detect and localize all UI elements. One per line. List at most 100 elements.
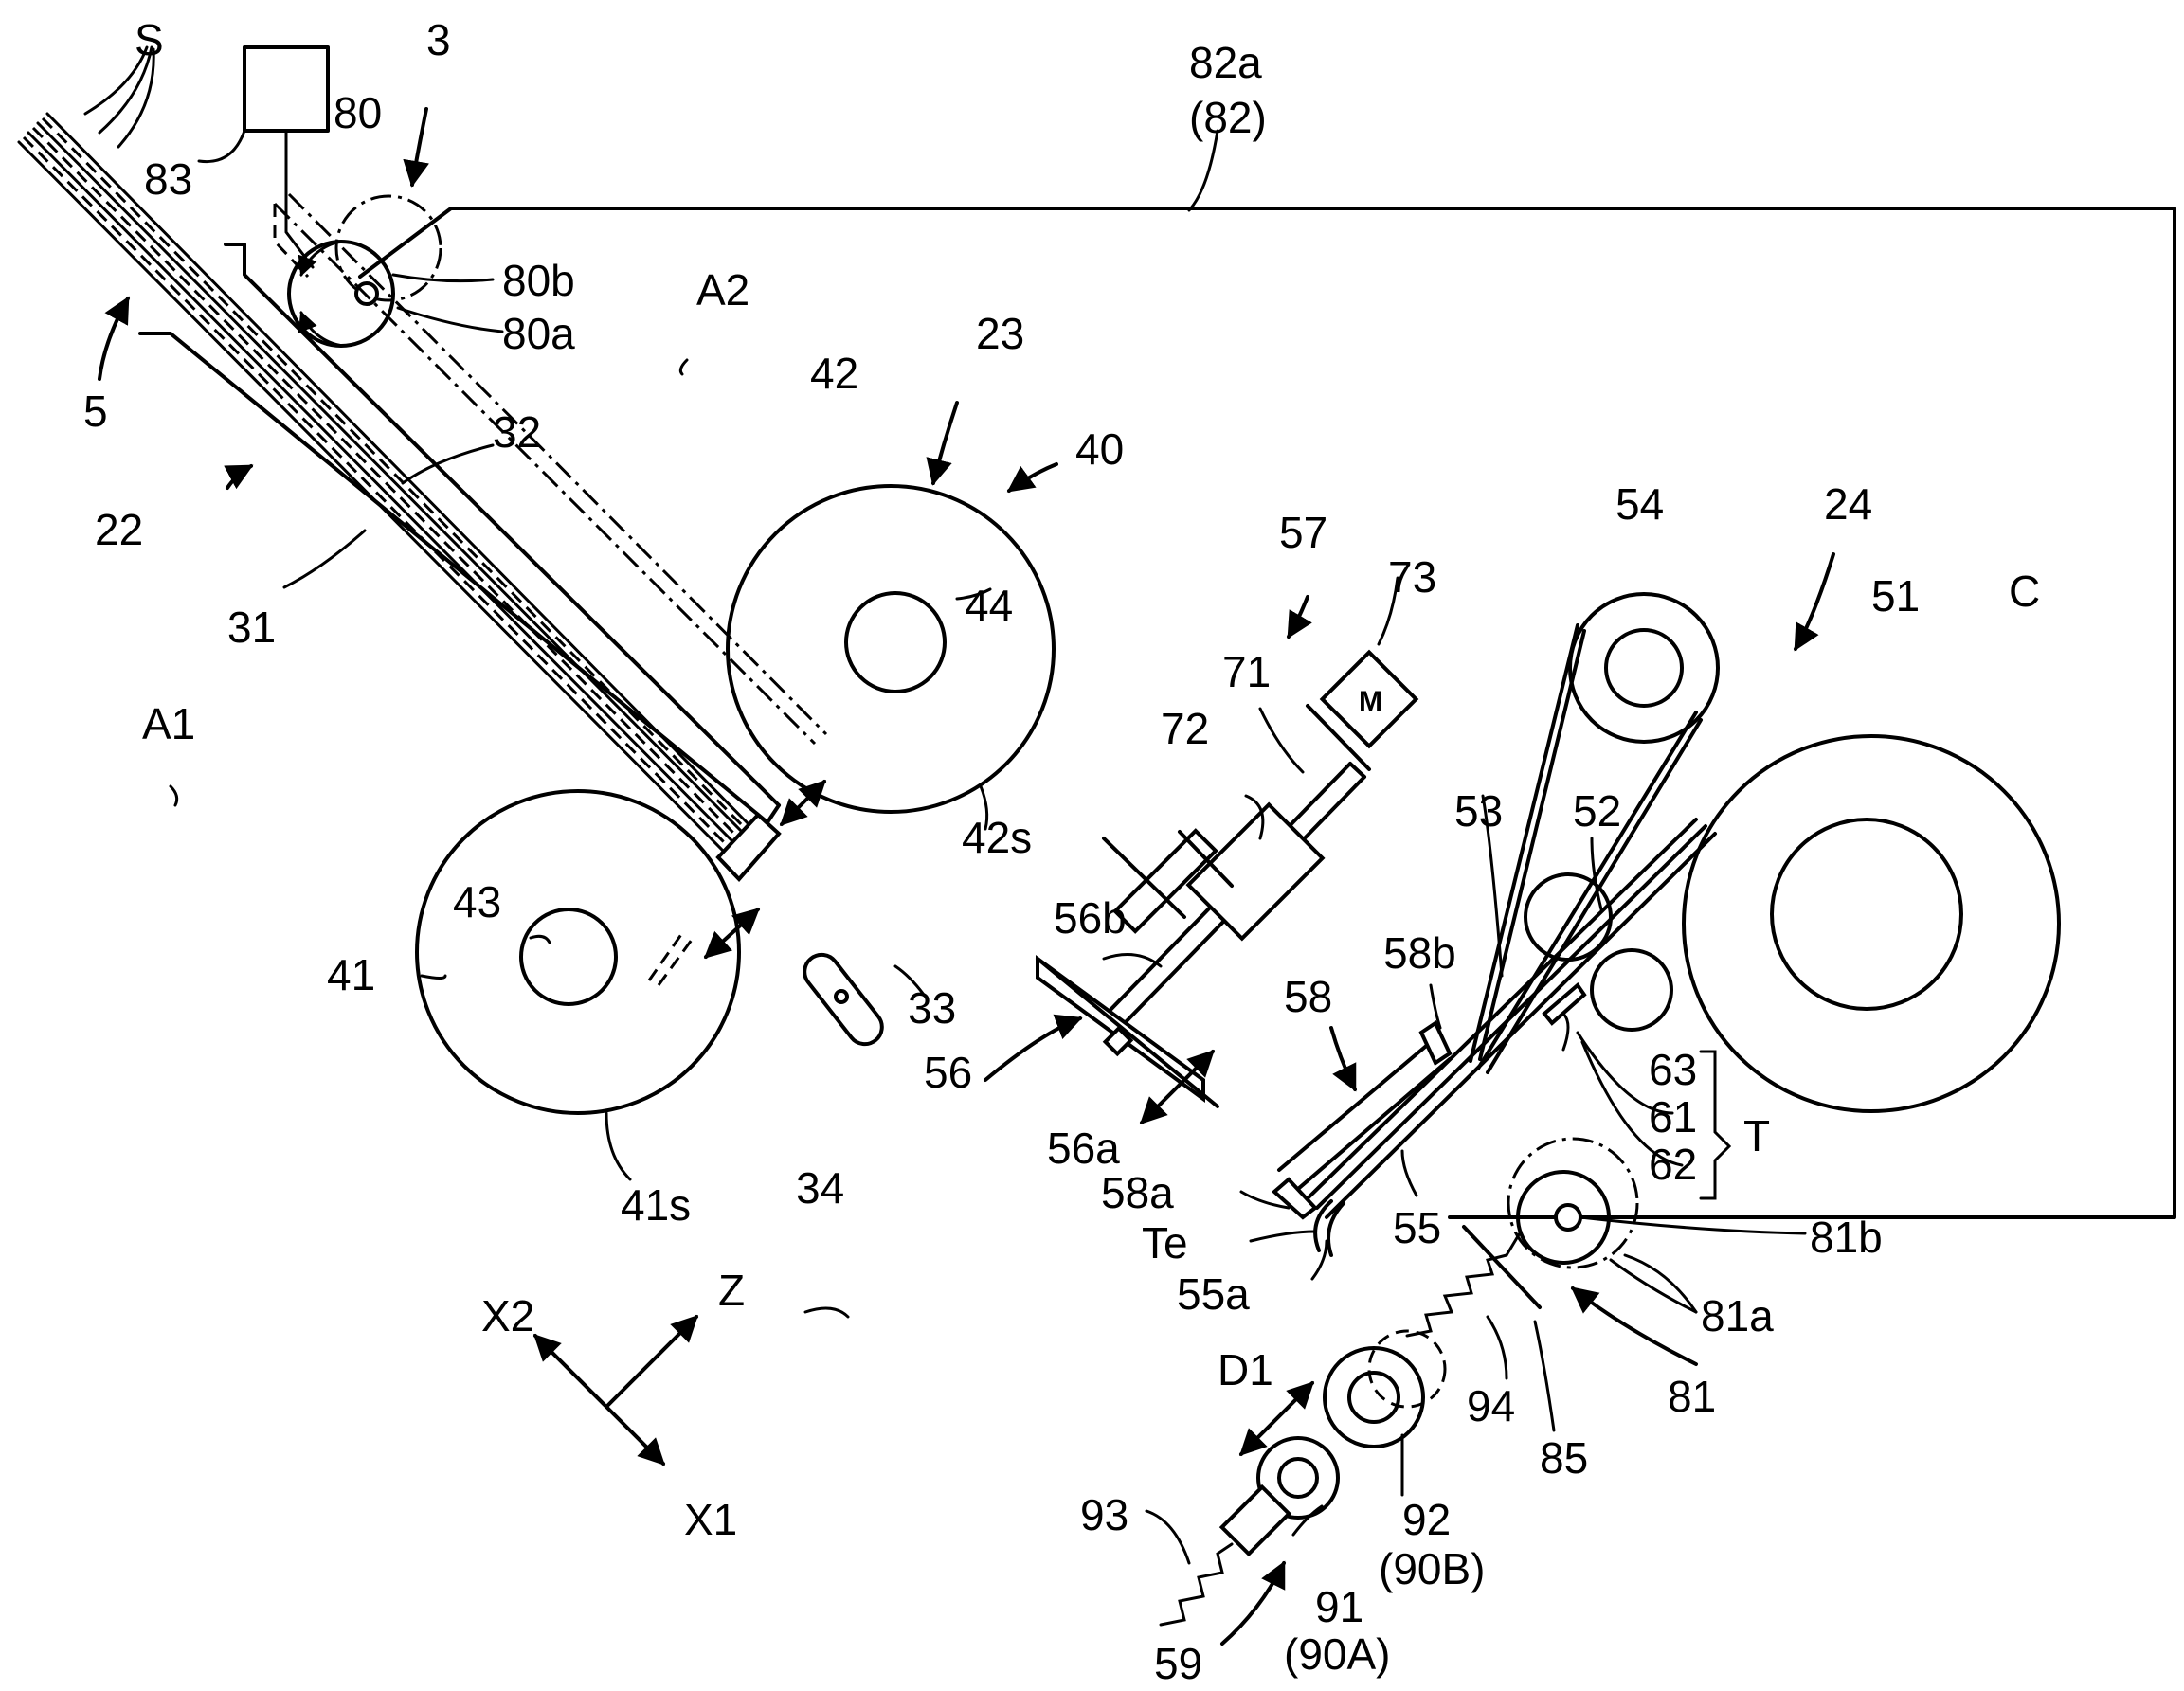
label-Z: Z: [718, 1266, 745, 1315]
label-51: 51: [1871, 571, 1920, 621]
label-58a: 58a: [1101, 1168, 1174, 1217]
sheet-conveyor-22: [17, 112, 828, 882]
brace-T: [1699, 1050, 1732, 1200]
belt-53: [1469, 623, 1703, 1074]
label-82: (82): [1189, 93, 1267, 142]
label-52: 52: [1573, 786, 1621, 836]
label-80: 80: [334, 88, 382, 137]
core-51: [1770, 818, 1963, 1011]
roller-54-hub: [1604, 628, 1684, 708]
label-80b: 80b: [502, 256, 575, 305]
pointer-arrow-5: [98, 296, 130, 381]
label-82a: 82a: [1189, 38, 1262, 87]
label-34: 34: [796, 1163, 844, 1213]
d1-arrow: [1239, 1381, 1314, 1456]
label-S: S: [135, 15, 164, 64]
shaft-44: [844, 591, 947, 693]
label-42: 42: [810, 349, 858, 398]
spring-94: [1405, 1253, 1508, 1338]
label-71: 71: [1222, 647, 1271, 696]
label-90B: (90B): [1379, 1544, 1485, 1593]
tape-T: [1306, 818, 1717, 1257]
label-90A: (90A): [1284, 1629, 1390, 1679]
cutter-arrow: [1140, 1050, 1215, 1124]
roll-51: [1682, 734, 2061, 1113]
svg-text:M: M: [1359, 686, 1382, 717]
shaft-43: [519, 908, 618, 1006]
label-57: 57: [1279, 508, 1327, 557]
label-94: 94: [1467, 1381, 1515, 1430]
label-73: 73: [1388, 552, 1436, 602]
label-23: 23: [976, 309, 1024, 358]
label-91: 91: [1315, 1582, 1363, 1631]
label-43: 43: [453, 877, 501, 926]
label-56a: 56a: [1047, 1124, 1120, 1173]
label-31: 31: [227, 603, 276, 652]
pointer-arrow-56: [984, 1014, 1083, 1082]
label-58b: 58b: [1383, 928, 1456, 978]
roller-54: [1568, 592, 1720, 744]
axis-indicator: [533, 1315, 698, 1466]
tilde-A2: [678, 358, 689, 376]
label-55a: 55a: [1177, 1269, 1250, 1319]
label-3: 3: [426, 15, 451, 64]
frame-82a: [358, 207, 2176, 1219]
label-22: 22: [95, 505, 143, 554]
pointer-arrow-22: [224, 464, 254, 490]
label-93: 93: [1080, 1490, 1128, 1539]
label-81: 81: [1668, 1372, 1716, 1421]
label-33: 33: [908, 983, 956, 1033]
label-44: 44: [965, 581, 1013, 630]
label-72: 72: [1161, 704, 1209, 753]
label-61: 61: [1649, 1092, 1697, 1142]
label-54: 54: [1615, 479, 1664, 529]
pointer-arrow-40: [1006, 462, 1058, 493]
roller-81: [1516, 1170, 1611, 1265]
label-56b: 56b: [1054, 893, 1127, 943]
label-85: 85: [1540, 1433, 1588, 1483]
roller-41: [415, 789, 741, 1115]
label-D1: D1: [1218, 1345, 1273, 1394]
label-Te: Te: [1142, 1218, 1188, 1268]
roller-92: [1323, 1346, 1425, 1448]
pointer-arrow-81: [1570, 1286, 1698, 1366]
roller-53: [1590, 948, 1673, 1032]
guide-58: [1271, 1020, 1453, 1220]
label-X2: X2: [481, 1291, 534, 1340]
controller-wire: [284, 129, 315, 269]
label-55: 55: [1393, 1203, 1441, 1252]
pointer-arrow-24: [1794, 552, 1835, 652]
label-T: T: [1743, 1111, 1770, 1160]
label-58: 58: [1284, 972, 1332, 1021]
pointer-arrow-58: [1329, 1026, 1357, 1092]
label-24: 24: [1824, 479, 1872, 529]
label-A2: A2: [696, 265, 749, 315]
label-83: 83: [144, 154, 192, 204]
label-C: C: [2009, 567, 2040, 616]
label-42s: 42s: [962, 813, 1032, 862]
leader-lines: [83, 45, 1807, 1565]
sensor-80: [287, 194, 442, 348]
label-5: 5: [83, 387, 108, 436]
label-63: 63: [1649, 1045, 1697, 1094]
label-80a: 80a: [502, 309, 575, 358]
tilde-A1: [169, 784, 179, 807]
label-56: 56: [924, 1048, 972, 1097]
controller-box-83: [243, 45, 330, 133]
label-81b: 81b: [1810, 1213, 1883, 1262]
label-X1: X1: [684, 1495, 737, 1544]
label-32: 32: [493, 407, 541, 457]
plate-85: [1462, 1225, 1542, 1309]
label-A1: A1: [142, 699, 195, 748]
label-41s: 41s: [621, 1180, 691, 1230]
label-92: 92: [1402, 1495, 1451, 1544]
pointer-arrow-59: [1220, 1560, 1286, 1646]
pointer-arrow-23: [926, 401, 959, 486]
motor-73: M: [1319, 649, 1419, 749]
nip-arrow-upper: [780, 780, 826, 826]
label-53: 53: [1454, 786, 1503, 836]
label-40: 40: [1075, 424, 1124, 474]
label-62: 62: [1649, 1140, 1697, 1189]
roller-42: [726, 484, 1056, 814]
